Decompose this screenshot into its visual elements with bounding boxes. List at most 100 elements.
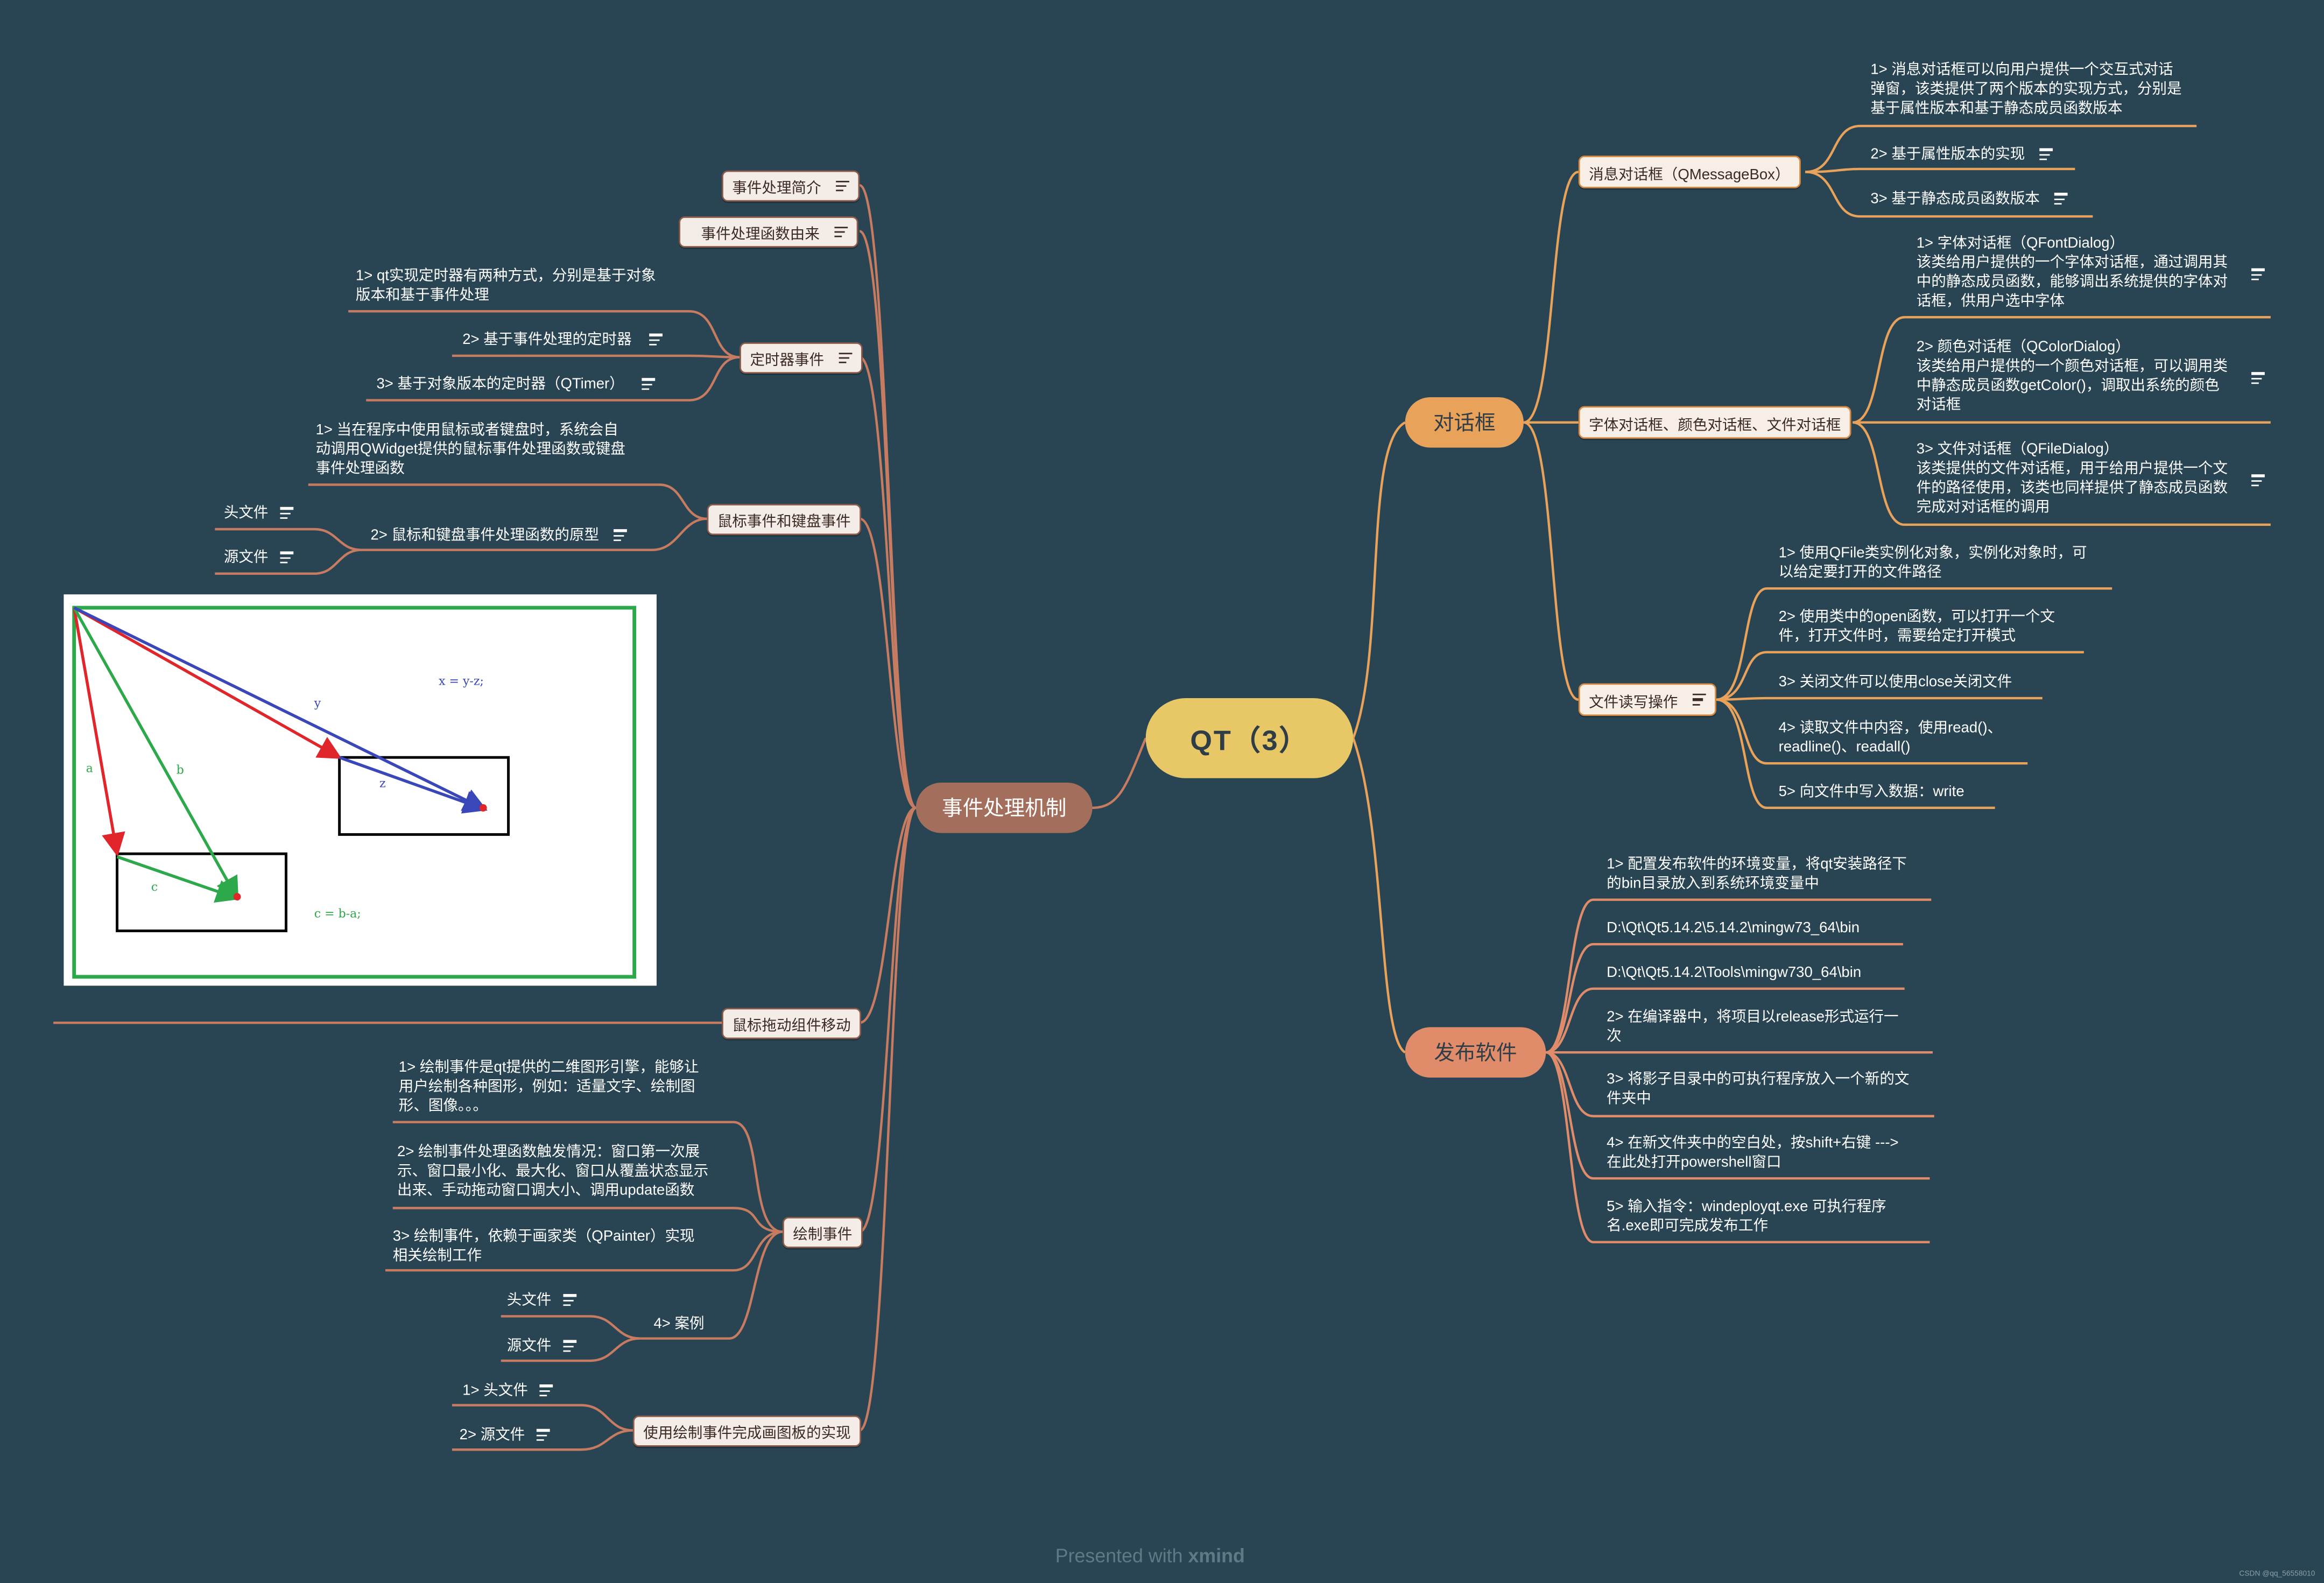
topic-timer-label: 定时器事件 <box>750 353 825 369</box>
paint-source: 源文件 <box>506 1337 577 1356</box>
label-z: z <box>379 777 386 790</box>
notes-icon[interactable] <box>563 1294 577 1307</box>
topic-message-box-label: 消息对话框（QMessageBox） <box>1589 166 1790 184</box>
label-a: a <box>86 762 93 776</box>
timer-item-3: 3> 基于对象版本的定时器（QTimer） <box>376 375 656 395</box>
outer-frame <box>72 606 637 979</box>
notes-icon[interactable] <box>839 352 853 364</box>
topic-standard-dialogs[interactable]: 字体对话框、颜色对话框、文件对话框 <box>1578 406 1851 439</box>
notes-icon[interactable] <box>563 1340 577 1353</box>
xmind-logo-text: xmind <box>1188 1544 1245 1567</box>
topic-file-io-label: 文件读写操作 <box>1589 694 1678 711</box>
mouse-source: 源文件 <box>223 548 294 568</box>
notes-icon[interactable] <box>2039 149 2053 161</box>
main-topic-dialog-label: 对话框 <box>1433 410 1496 434</box>
topic-standard-dialogs-label: 字体对话框、颜色对话框、文件对话框 <box>1589 417 1841 434</box>
vector-c <box>116 855 240 903</box>
paint-item-3: 3> 绘制事件，依赖于画家类（QPainter）实现 相关绘制工作 <box>392 1228 695 1265</box>
board-header-label: 1> 头文件 <box>462 1383 528 1399</box>
label-c: c <box>151 881 158 894</box>
publish-item-3: 3> 将影子目录中的可执行程序放入一个新的文 件夹中 <box>1607 1072 1910 1108</box>
notes-icon[interactable] <box>642 378 656 391</box>
topic-drag-move[interactable]: 鼠标拖动组件移动 <box>722 1008 861 1039</box>
topic-mouse-keyboard-label: 鼠标事件和键盘事件 <box>717 514 851 531</box>
timer-item-1: 1> qt实现定时器有两种方式，分别是基于对象 版本和基于事件处理 <box>355 268 656 304</box>
board-source-label: 2> 源文件 <box>459 1427 525 1444</box>
topic-message-box[interactable]: 消息对话框（QMessageBox） <box>1578 156 1800 188</box>
file-item-1: 1> 使用QFile类实例化对象，实例化对象时，可 以给定要打开的文件路径 <box>1778 545 2087 581</box>
notes-icon[interactable] <box>280 552 294 564</box>
msgbox-item-3: 3> 基于静态成员函数版本 <box>1870 189 2068 209</box>
notes-icon[interactable] <box>2245 265 2265 285</box>
equation-c: c = b-a; <box>314 907 361 921</box>
timer-item-2-label: 2> 基于事件处理的定时器 <box>462 332 632 349</box>
msgbox-item-2-label: 2> 基于属性版本的实现 <box>1870 146 2025 163</box>
notes-icon[interactable] <box>614 530 628 542</box>
main-topic-event-label: 事件处理机制 <box>942 796 1067 820</box>
topic-drawing-board[interactable]: 使用绘制事件完成画图板的实现 <box>632 1415 861 1447</box>
mouse-source-label: 源文件 <box>223 550 269 566</box>
notes-icon[interactable] <box>836 180 849 192</box>
file-item-3: 3> 关闭文件可以使用close关闭文件 <box>1778 674 2012 691</box>
std-dialog-item-3: 3> 文件对话框（QFileDialog） 该类提供的文件对话框，用于给用户提供… <box>1916 441 2228 516</box>
publish-item-2: 2> 在编译器中，将项目以release形式运行一 次 <box>1607 1009 1899 1045</box>
paint-item-2: 2> 绘制事件处理函数触发情况：窗口第一次展 示、窗口最小化、最大化、窗口从覆盖… <box>397 1144 709 1199</box>
main-topic-publish-label: 发布软件 <box>1434 1040 1517 1065</box>
timer-item-2: 2> 基于事件处理的定时器 <box>462 330 663 350</box>
topic-event-intro[interactable]: 事件处理简介 <box>722 170 860 202</box>
publish-item-4: 4> 在新文件夹中的空白处，按shift+右键 ---> 在此处打开powers… <box>1607 1135 1899 1171</box>
notes-icon[interactable] <box>2054 193 2068 205</box>
notes-icon[interactable] <box>2245 369 2265 389</box>
topic-drawing-board-label: 使用绘制事件完成画图板的实现 <box>643 1426 851 1443</box>
publish-path-1: D:\Qt\Qt5.14.2\5.14.2\mingw73_64\bin <box>1607 920 1860 937</box>
topic-mouse-keyboard[interactable]: 鼠标事件和键盘事件 <box>707 504 861 536</box>
topic-timer[interactable]: 定时器事件 <box>740 342 863 374</box>
widget-rect-1 <box>338 756 510 836</box>
paint-header-label: 头文件 <box>506 1292 552 1309</box>
topic-paint-event[interactable]: 绘制事件 <box>783 1216 863 1248</box>
notes-icon[interactable] <box>1692 693 1706 706</box>
file-item-2: 2> 使用类中的open函数，可以打开一个文 件，打开文件时，需要给定打开模式 <box>1778 609 2055 645</box>
central-topic[interactable]: QT（3） <box>1145 698 1354 778</box>
topic-file-io[interactable]: 文件读写操作 <box>1578 683 1716 716</box>
paint-source-label: 源文件 <box>506 1338 552 1355</box>
point-red-1 <box>233 893 241 900</box>
topic-paint-event-label: 绘制事件 <box>793 1227 853 1244</box>
point-red-2 <box>479 804 487 812</box>
vector-y <box>73 606 488 811</box>
equation-x: x = y-z; <box>439 674 484 688</box>
file-item-4: 4> 读取文件中内容，使用read()、 readline()、readall(… <box>1778 720 2003 756</box>
main-topic-event[interactable]: 事件处理机制 <box>915 783 1093 833</box>
label-b: b <box>177 763 184 777</box>
topic-event-origin[interactable]: 事件处理函数由来 <box>679 216 858 248</box>
timer-item-3-label: 3> 基于对象版本的定时器（QTimer） <box>376 376 624 393</box>
footer-prefix: Presented with <box>1055 1544 1188 1567</box>
vector-diagram-svg: a b c y z x = y-z; c = b-a; <box>72 606 637 979</box>
file-item-5: 5> 向文件中写入数据：write <box>1778 784 1964 801</box>
mouse-item-2-label: 2> 鼠标和键盘事件处理函数的原型 <box>370 527 600 544</box>
notes-icon[interactable] <box>537 1429 551 1441</box>
mouse-header-label: 头文件 <box>223 505 269 522</box>
notes-icon[interactable] <box>649 334 663 346</box>
std-dialog-item-1: 1> 字体对话框（QFontDialog） 该类给用户提供的一个字体对话框，通过… <box>1916 235 2228 310</box>
vector-b <box>73 607 239 901</box>
publish-item-5: 5> 输入指令：windeployqt.exe 可执行程序 名.exe即可完成发… <box>1607 1199 1886 1235</box>
vector-diagram-image: a b c y z x = y-z; c = b-a; <box>64 594 657 986</box>
mouse-item-2: 2> 鼠标和键盘事件处理函数的原型 <box>370 526 628 546</box>
publish-path-2: D:\Qt\Qt5.14.2\Tools\mingw730_64\bin <box>1607 965 1862 982</box>
label-y: y <box>314 697 321 710</box>
notes-icon[interactable] <box>2245 472 2265 491</box>
mouse-item-1: 1> 当在程序中使用鼠标或者键盘时，系统会自 动调用QWidget提供的鼠标事件… <box>315 422 625 477</box>
main-topic-dialog[interactable]: 对话框 <box>1405 397 1524 448</box>
vector-z <box>339 756 488 814</box>
notes-icon[interactable] <box>280 507 294 519</box>
vector-a <box>72 607 125 857</box>
paint-header: 头文件 <box>506 1291 577 1311</box>
topic-event-origin-label: 事件处理函数由来 <box>701 227 820 243</box>
notes-icon[interactable] <box>539 1385 553 1397</box>
main-topic-publish[interactable]: 发布软件 <box>1405 1027 1546 1078</box>
paint-item-1: 1> 绘制事件是qt提供的二维图形引擎，能够让 用户绘制各种图形，例如：适量文字… <box>398 1059 699 1115</box>
notes-icon[interactable] <box>834 226 848 238</box>
